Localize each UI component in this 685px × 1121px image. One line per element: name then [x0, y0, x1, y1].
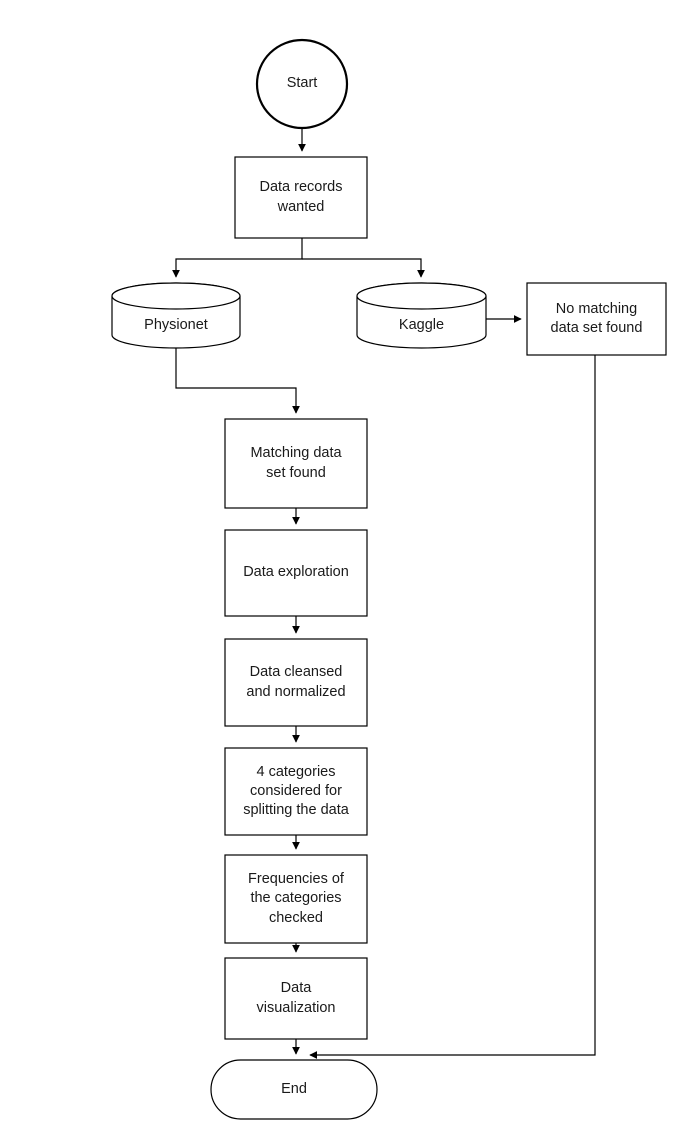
- node-shape-matching_found[interactable]: [224, 418, 368, 509]
- node-shape-data_visualization[interactable]: [224, 957, 368, 1040]
- node-shape-data_records_wanted[interactable]: [234, 156, 368, 239]
- node-shape-end[interactable]: [210, 1059, 378, 1120]
- edge-records-to-kaggle: [302, 258, 425, 278]
- node-shape-no_matching[interactable]: [526, 282, 667, 356]
- node-shape-data_cleansed[interactable]: [224, 638, 368, 727]
- edge-records-to-physionet: [172, 238, 303, 278]
- node-shape-four_categories[interactable]: [224, 747, 368, 836]
- edge-nomatching-to-end: [309, 355, 596, 1059]
- node-shape-frequencies_checked[interactable]: [224, 854, 368, 944]
- node-shape-data_exploration[interactable]: [224, 529, 368, 617]
- node-shape-start[interactable]: [255, 38, 349, 130]
- node-shape-physionet[interactable]: [111, 282, 241, 349]
- node-layer: [111, 38, 667, 1120]
- edge-layer: [172, 128, 596, 1059]
- edge-physionet-to-matching: [175, 348, 300, 414]
- node-shape-kaggle[interactable]: [356, 282, 487, 349]
